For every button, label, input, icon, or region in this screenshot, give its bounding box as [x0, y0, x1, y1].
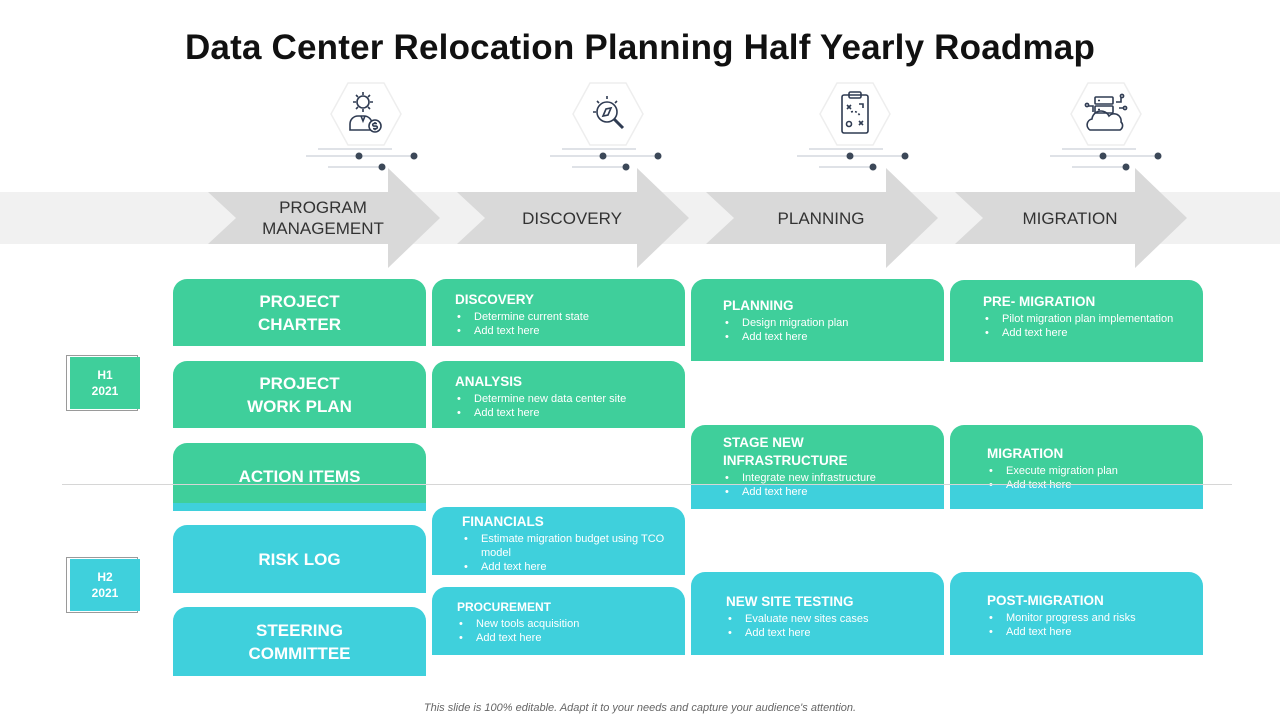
- card-title: POST-MIGRATION: [987, 593, 1104, 608]
- card-bullet: Determine new data center site: [455, 392, 685, 406]
- half-label-h1: H1 2021: [70, 357, 140, 409]
- card-pre-migration: PRE- MIGRATION Pilot migration plan impl…: [950, 280, 1203, 362]
- card-bullet: Add text here: [455, 324, 685, 338]
- card-bullet: Monitor progress and risks: [987, 611, 1203, 625]
- phase-arrow-migration: [955, 168, 1187, 268]
- card-title: PRE- MIGRATION: [983, 294, 1096, 309]
- half-year-divider: [62, 484, 1232, 485]
- row-header-action-items: ACTION ITEMS: [173, 443, 426, 511]
- card-post-migration: POST-MIGRATION Monitor progress and risk…: [950, 572, 1203, 655]
- row-header-risk-log: RISK LOG: [173, 525, 426, 593]
- timeline-dots-decoration: [1050, 148, 1162, 171]
- timeline-dots-decoration: [797, 148, 909, 171]
- half-marker-h1: H1 2021: [66, 355, 140, 411]
- row-header-project-charter: PROJECT CHARTER: [173, 279, 426, 346]
- card-title: PLANNING: [723, 298, 794, 313]
- card-bullet: Add text here: [726, 626, 944, 640]
- cloud-server-icon: [1070, 82, 1142, 146]
- timeline-dots-decoration: [306, 148, 418, 171]
- card-migration: MIGRATION Execute migration plan Add tex…: [950, 425, 1203, 509]
- card-bullet: Add text here: [987, 478, 1203, 492]
- card-bullet: Determine current state: [455, 310, 685, 324]
- card-bullet: Execute migration plan: [987, 464, 1203, 478]
- row-header-steering-committee: STEERING COMMITTEE: [173, 607, 426, 676]
- phase-arrow-program-management: [208, 168, 440, 268]
- card-bullet: Pilot migration plan implementation: [983, 312, 1191, 326]
- card-title: FINANCIALS: [462, 514, 544, 529]
- card-bullet: Evaluate new sites cases: [726, 612, 944, 626]
- card-bullet: Add text here: [987, 625, 1203, 639]
- card-bullet: Add text here: [723, 485, 944, 499]
- card-bullet: Add text here: [723, 330, 944, 344]
- row-header-action-items-label: ACTION ITEMS: [238, 466, 361, 486]
- phase-label-discovery: DISCOVERY: [522, 208, 622, 228]
- card-financials: FINANCIALS Estimate migration budget usi…: [432, 507, 685, 575]
- card-bullet: Integrate new infrastructure: [723, 471, 944, 485]
- settings-person-dollar-icon: [330, 82, 402, 146]
- phase-arrow-planning: [706, 168, 938, 268]
- card-analysis: ANALYSIS Determine new data center site …: [432, 361, 685, 428]
- card-bullet: Add text here: [462, 560, 673, 574]
- phase-label-program-management: PROGRAM MANAGEMENT: [262, 198, 384, 238]
- row-header-project-work-plan: PROJECT WORK PLAN: [173, 361, 426, 428]
- timeline-dots-decoration: [550, 148, 662, 171]
- card-title: ANALYSIS: [455, 374, 523, 389]
- card-planning: PLANNING Design migration plan Add text …: [691, 279, 944, 361]
- card-title: NEW SITE TESTING: [726, 594, 854, 609]
- card-bullet: Add text here: [983, 326, 1191, 340]
- half-marker-h2: H2 2021: [66, 557, 140, 613]
- magnifier-compass-icon: [572, 82, 644, 146]
- card-discovery: DISCOVERY Determine current state Add te…: [432, 279, 685, 346]
- card-title: PROCUREMENT: [457, 600, 552, 614]
- card-procurement: PROCUREMENT New tools acquisition Add te…: [432, 587, 685, 655]
- card-title: MIGRATION: [987, 446, 1064, 461]
- card-bullet: Design migration plan: [723, 316, 944, 330]
- phase-label-planning: PLANNING: [777, 208, 865, 228]
- card-title: DISCOVERY: [455, 292, 535, 307]
- card-title: STAGE NEW INFRASTRUCTURE: [723, 435, 848, 468]
- card-bullet: Estimate migration budget using TCO mode…: [462, 532, 673, 560]
- half-label-h2: H2 2021: [70, 559, 140, 611]
- card-new-site-testing: NEW SITE TESTING Evaluate new sites case…: [691, 572, 944, 655]
- phase-arrow-discovery: [457, 168, 689, 268]
- slide-title: Data Center Relocation Planning Half Yea…: [184, 28, 1096, 67]
- card-bullet: Add text here: [457, 631, 685, 645]
- phase-label-migration: MIGRATION: [1022, 208, 1118, 228]
- footer-note: This slide is 100% editable. Adapt it to…: [423, 702, 857, 714]
- clipboard-strategy-icon: [819, 82, 891, 146]
- card-bullet: New tools acquisition: [457, 617, 685, 631]
- card-stage-new-infrastructure: STAGE NEW INFRASTRUCTURE Integrate new i…: [691, 425, 944, 509]
- card-bullet: Add text here: [455, 406, 685, 420]
